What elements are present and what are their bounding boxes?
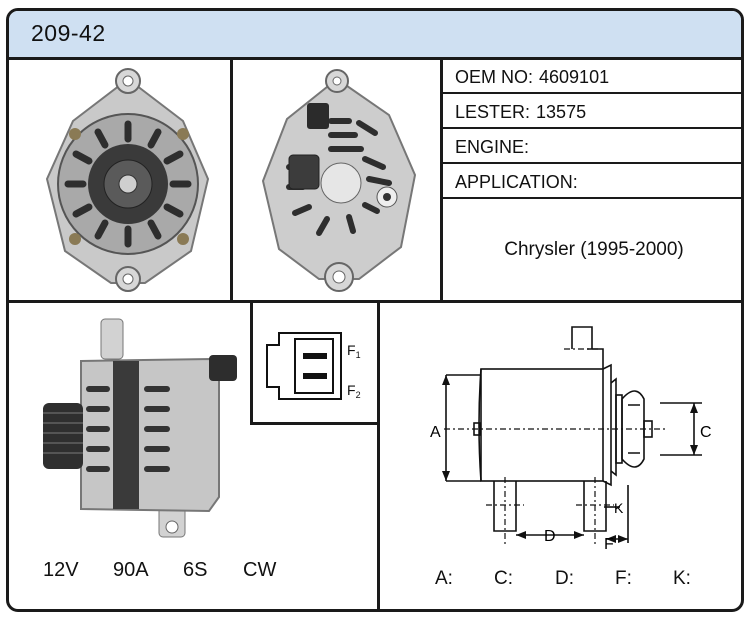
dim-label-k: K (614, 500, 624, 516)
alternator-side-view-image (43, 318, 237, 538)
spec-row-divider (443, 92, 741, 94)
svg-text:F1: F1 (347, 342, 361, 360)
plug-connector-diagram: F1 F2 (266, 332, 361, 400)
alternator-front-view-image (45, 68, 210, 292)
dim-field-d: D: (555, 568, 574, 589)
divider-horizontal-middle (9, 300, 741, 303)
alternator-rear-view-image (261, 69, 417, 292)
spec-row-divider (443, 197, 741, 199)
spec-sheet: 209-42 OEM NO:4609101 LESTER:13575 ENGIN… (6, 8, 744, 612)
rating-voltage: 12V (43, 559, 79, 581)
rating-amperage: 90A (113, 559, 149, 581)
spec-application: APPLICATION: (455, 172, 578, 192)
rating-pulley: 6S (183, 559, 208, 581)
dim-field-f: F: (615, 568, 632, 589)
plug-terminal-1-label: F (347, 342, 356, 358)
dim-field-k: K: (673, 568, 691, 589)
spec-row-divider (443, 162, 741, 164)
spec-lester: LESTER:13575 (455, 102, 587, 122)
dimension-drawing: A C D F K (430, 326, 712, 553)
spec-oem: OEM NO:4609101 (455, 67, 610, 87)
divider-plug-bottom (250, 422, 380, 425)
dim-label-f: F (604, 536, 614, 553)
plug-terminal-2-label: F (347, 382, 356, 398)
dim-label-c: C (700, 424, 712, 441)
dim-label-a: A (430, 424, 441, 441)
dim-field-c: C: (494, 568, 513, 589)
divider-plug-left (250, 303, 253, 425)
dim-label-d: D (544, 528, 556, 545)
sheet-header: 209-42 (9, 11, 741, 60)
spec-engine: ENGINE: (455, 137, 530, 157)
spec-row-divider (443, 127, 741, 129)
divider-vertical-top-left (230, 57, 233, 300)
application-vehicle: Chrysler (1995-2000) (504, 239, 684, 260)
divider-vertical-bottom (377, 303, 380, 609)
dim-field-a: A: (435, 568, 453, 589)
rating-rotation: CW (243, 559, 277, 581)
part-number-title: 209-42 (31, 20, 106, 46)
svg-text:F2: F2 (347, 382, 361, 400)
divider-vertical-top-right (440, 57, 443, 300)
